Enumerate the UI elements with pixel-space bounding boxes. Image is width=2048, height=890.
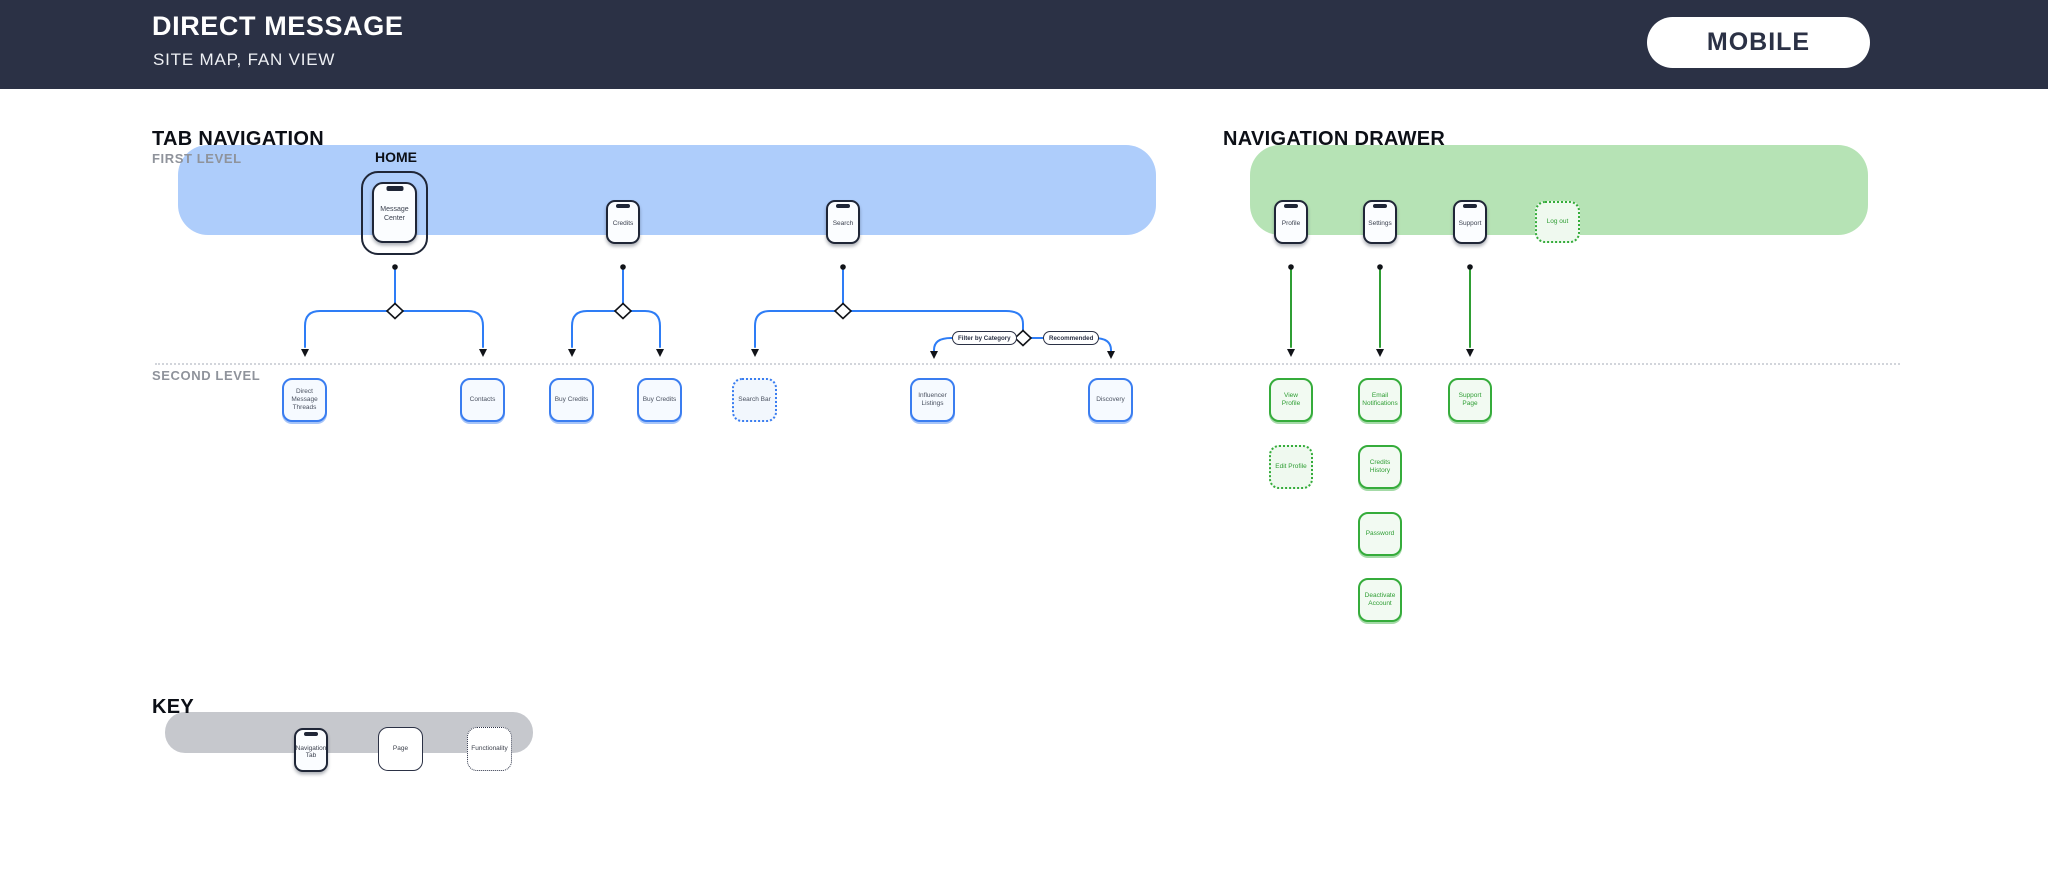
page-influencer-listings: Influencer Listings bbox=[910, 378, 955, 422]
page-subtitle: SITE MAP, FAN VIEW bbox=[153, 50, 336, 69]
page-buy-credits-2: Buy Credits bbox=[637, 378, 682, 422]
tab-credits-phone-icon: Credits bbox=[606, 200, 640, 244]
page-direct-message-threads: Direct Message Threads bbox=[282, 378, 327, 422]
page-support-page: Support Page bbox=[1448, 378, 1492, 422]
page-buy-credits-1: Buy Credits bbox=[549, 378, 594, 422]
key-title: KEY bbox=[152, 696, 195, 718]
key-functionality-swatch: Functionality bbox=[467, 727, 512, 771]
navigation-drawer-title: NAVIGATION DRAWER bbox=[1223, 128, 1446, 150]
key-page-swatch: Page bbox=[378, 727, 423, 771]
page-email-notifications: Email Notifications bbox=[1358, 378, 1402, 422]
page-contacts: Contacts bbox=[460, 378, 505, 422]
level-divider bbox=[155, 363, 1900, 365]
functionality-edit-profile: Edit Profile bbox=[1269, 445, 1313, 489]
page-discovery: Discovery bbox=[1088, 378, 1133, 422]
functionality-recommended: Recommended bbox=[1043, 331, 1100, 345]
page-password: Password bbox=[1358, 512, 1402, 556]
drawer-support-phone-icon: Support bbox=[1453, 200, 1487, 244]
first-level-label: FIRST LEVEL bbox=[152, 151, 242, 166]
functionality-log-out: Log out bbox=[1535, 201, 1580, 243]
selected-tab-ring bbox=[361, 171, 428, 255]
tab-message-center-phone-icon: Message Center bbox=[372, 182, 417, 243]
second-level-label: SECOND LEVEL bbox=[152, 368, 261, 383]
page-credits-history: Credits History bbox=[1358, 445, 1402, 489]
functionality-search-bar: Search Bar bbox=[732, 378, 777, 422]
header-bar: DIRECT MESSAGE SITE MAP, FAN VIEW MOBILE bbox=[0, 0, 2048, 89]
drawer-profile-phone-icon: Profile bbox=[1274, 200, 1308, 244]
tab-search-phone-icon: Search bbox=[826, 200, 860, 244]
active-tab-title: HOME bbox=[375, 149, 417, 165]
key-navigation-tab-phone-icon: Navigation Tab bbox=[294, 728, 328, 772]
mobile-toggle-button[interactable]: MOBILE bbox=[1647, 17, 1870, 68]
tab-navigation-band bbox=[178, 145, 1156, 235]
page-deactivate-account: Deactivate Account bbox=[1358, 578, 1402, 622]
tab-navigation-title: TAB NAVIGATION bbox=[152, 128, 324, 150]
page-view-profile: View Profile bbox=[1269, 378, 1313, 422]
functionality-filter-by-category: Filter by Category bbox=[952, 331, 1017, 345]
page-title: DIRECT MESSAGE bbox=[152, 11, 404, 41]
drawer-settings-phone-icon: Settings bbox=[1363, 200, 1397, 244]
